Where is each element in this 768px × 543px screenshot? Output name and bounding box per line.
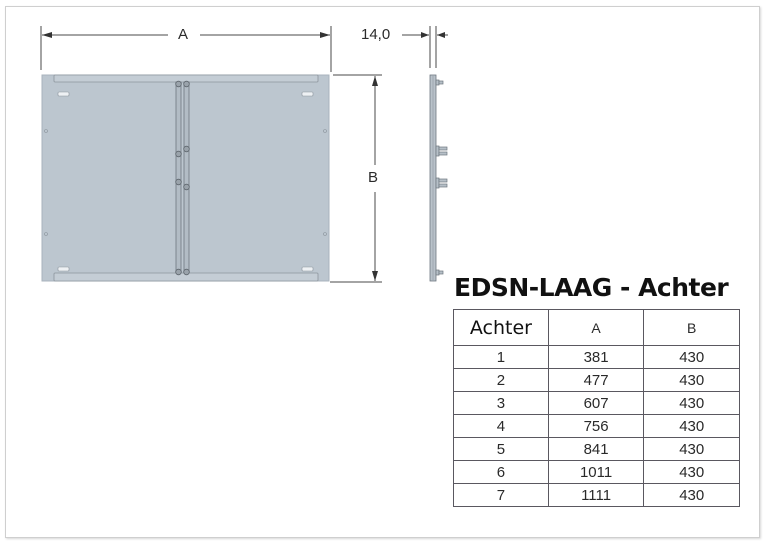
cell-a: 1111 bbox=[547, 483, 645, 507]
panel-side-view bbox=[429, 74, 448, 282]
header-b: B bbox=[643, 309, 740, 346]
table-row: 3 607 430 bbox=[453, 391, 740, 415]
table-row: 6 1011 430 bbox=[453, 460, 740, 484]
header-a: A bbox=[547, 309, 645, 346]
table-header-row: Achter A B bbox=[453, 309, 740, 346]
panel-front-view bbox=[41, 74, 330, 282]
cell-achter: 5 bbox=[453, 437, 549, 461]
cell-b: 430 bbox=[643, 368, 740, 392]
cell-achter: 2 bbox=[453, 368, 549, 392]
cell-achter: 7 bbox=[453, 483, 549, 507]
dimension-a-line bbox=[40, 26, 332, 72]
cell-a: 607 bbox=[547, 391, 645, 415]
page-title: EDSN-LAAG - Achter bbox=[454, 273, 729, 302]
cell-b: 430 bbox=[643, 391, 740, 415]
cell-a: 381 bbox=[547, 345, 645, 369]
cell-achter: 1 bbox=[453, 345, 549, 369]
cell-b: 430 bbox=[643, 483, 740, 507]
dimension-b-line bbox=[330, 74, 382, 283]
cell-b: 430 bbox=[643, 414, 740, 438]
table-row: 5 841 430 bbox=[453, 437, 740, 461]
cell-a: 1011 bbox=[547, 460, 645, 484]
cell-achter: 4 bbox=[453, 414, 549, 438]
cell-b: 430 bbox=[643, 460, 740, 484]
dimensions-table: Achter A B 1 381 430 2 477 430 3 607 430… bbox=[453, 309, 740, 507]
dimension-thickness-label: 14,0 bbox=[357, 27, 395, 43]
table-row: 7 1111 430 bbox=[453, 483, 740, 507]
cell-b: 430 bbox=[643, 437, 740, 461]
dimension-a-label: A bbox=[174, 27, 193, 43]
cell-achter: 6 bbox=[453, 460, 549, 484]
table-row: 4 756 430 bbox=[453, 414, 740, 438]
table-row: 1 381 430 bbox=[453, 345, 740, 369]
dimension-b-label: B bbox=[364, 170, 383, 186]
cell-b: 430 bbox=[643, 345, 740, 369]
table-row: 2 477 430 bbox=[453, 368, 740, 392]
cell-a: 841 bbox=[547, 437, 645, 461]
header-achter: Achter bbox=[453, 309, 549, 346]
cell-a: 756 bbox=[547, 414, 645, 438]
cell-a: 477 bbox=[547, 368, 645, 392]
dimension-thickness-line bbox=[402, 26, 448, 68]
cell-achter: 3 bbox=[453, 391, 549, 415]
